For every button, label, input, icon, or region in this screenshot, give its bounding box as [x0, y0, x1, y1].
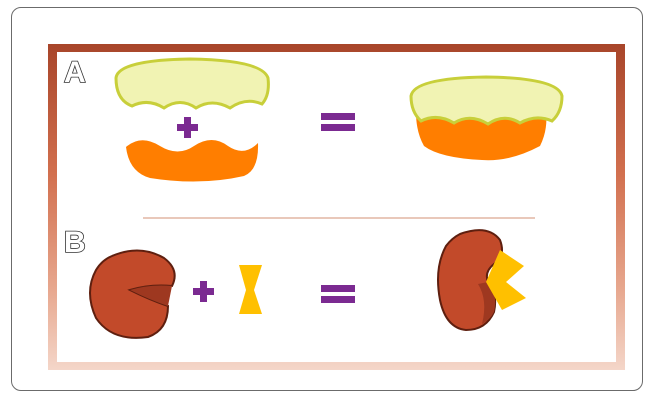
receptor-shape	[90, 250, 175, 337]
base-shape	[126, 140, 258, 182]
panel-label-a: A	[64, 56, 86, 89]
combined-lid-shape	[411, 77, 562, 124]
ligand-shape	[239, 265, 262, 314]
equals-operator-b	[321, 285, 355, 303]
plus-operator-b	[193, 281, 214, 302]
lid-shape	[116, 59, 268, 108]
plus-operator-a	[177, 117, 198, 138]
panel-label-b: B	[64, 226, 86, 259]
equals-operator-a	[321, 113, 355, 131]
